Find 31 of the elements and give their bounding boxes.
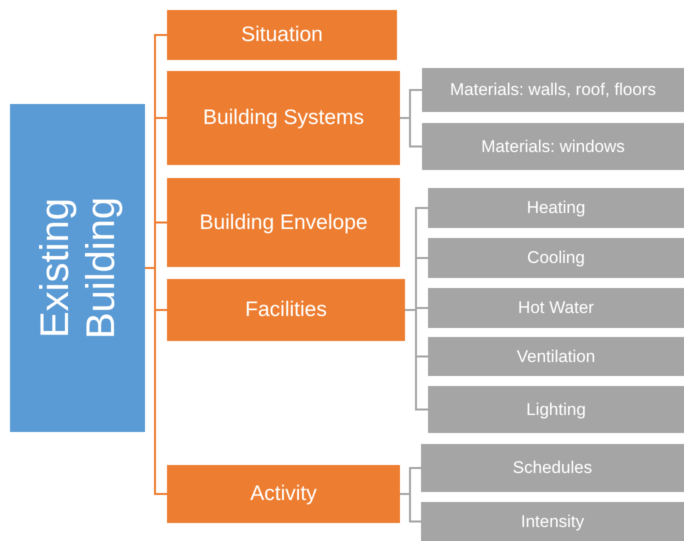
box-label: Situation xyxy=(241,23,323,47)
category-box xyxy=(167,10,397,60)
box-label: Hot Water xyxy=(518,298,594,318)
root-box xyxy=(10,104,145,432)
box-label: Building Systems xyxy=(202,106,364,130)
box-label: Heating xyxy=(526,198,586,218)
item-box xyxy=(421,444,684,492)
box-label: Materials: windows xyxy=(481,136,625,156)
item-box xyxy=(428,238,684,278)
item-box xyxy=(422,123,684,170)
item-box xyxy=(421,502,684,541)
box-label: Lighting xyxy=(526,400,586,420)
box-label: Ventilation xyxy=(516,346,596,366)
category-box xyxy=(167,178,400,267)
item-box xyxy=(428,337,684,376)
category-box xyxy=(167,279,405,341)
item-box xyxy=(428,288,684,328)
box-label: Building Envelope xyxy=(199,210,368,234)
item-box xyxy=(428,188,684,228)
item-box xyxy=(428,386,684,433)
item-box xyxy=(422,68,684,112)
box-label: Activity xyxy=(250,482,317,506)
connector-line xyxy=(145,267,167,495)
box-label: Facilities xyxy=(245,298,327,322)
box-label: Existing Building xyxy=(32,196,124,342)
category-box xyxy=(167,71,400,165)
category-box xyxy=(167,465,400,523)
box-label: Schedules xyxy=(512,458,592,478)
box-label: Intensity xyxy=(520,512,584,532)
box-label: Cooling xyxy=(527,248,585,268)
box-label: Materials: walls, roof, floors xyxy=(450,80,656,100)
